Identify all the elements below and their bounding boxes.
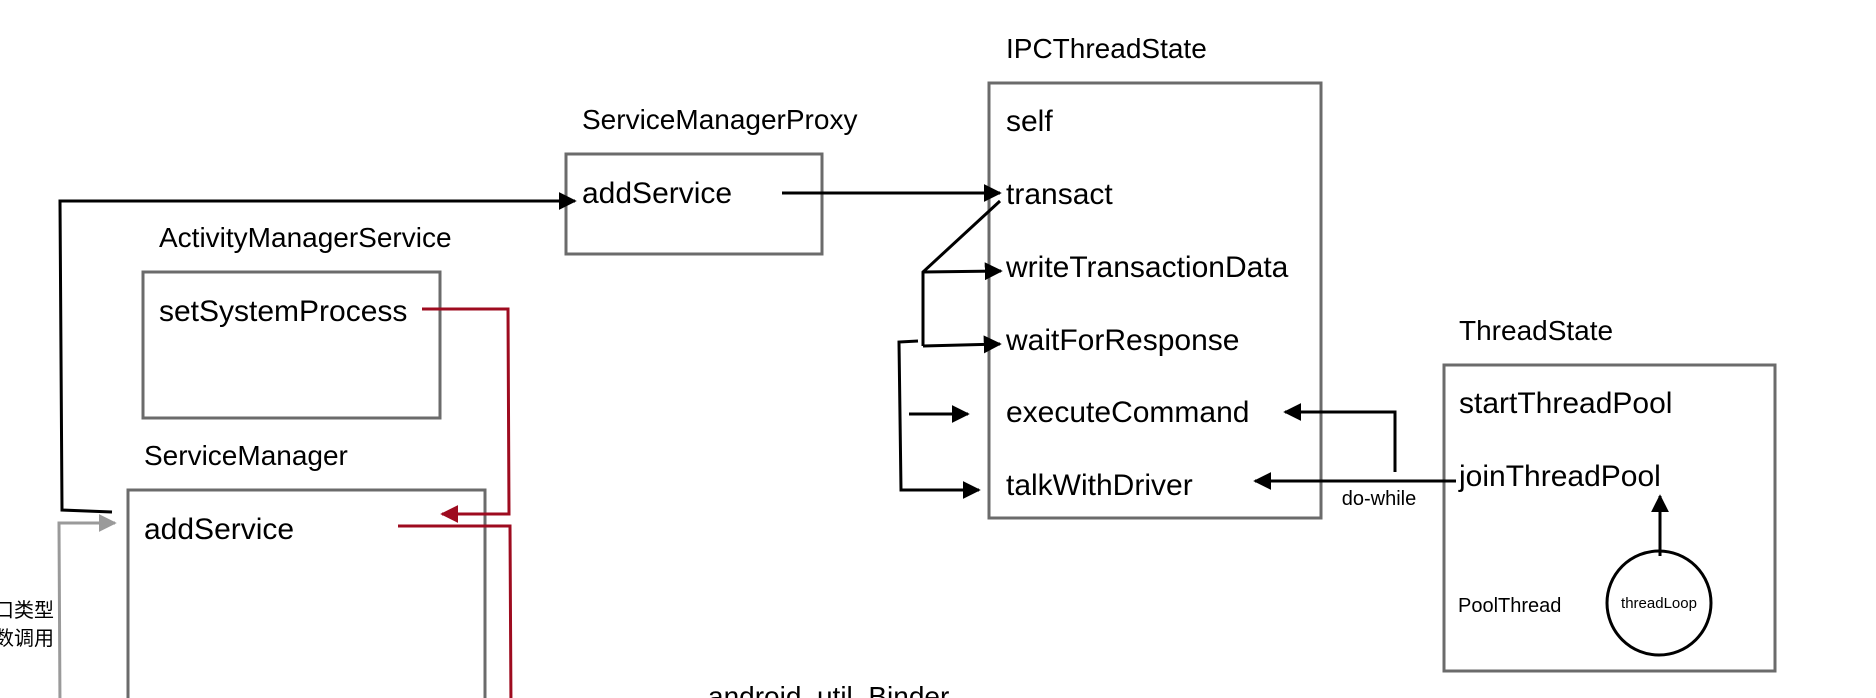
proxy-add-service-method: addService <box>582 177 732 210</box>
pool-thread-label: PoolThread <box>1458 595 1561 617</box>
do-while-label: do-while <box>1342 488 1416 510</box>
join-to-execute-command-arrow <box>1283 403 1397 472</box>
side-note-line-2: 数调用 <box>0 626 54 650</box>
service-manager-proxy-title: ServiceManagerProxy <box>582 104 857 135</box>
set-system-process-to-add-service-arrow <box>422 307 511 523</box>
ipc-self-method: self <box>1006 105 1053 138</box>
join-thread-pool-method: joinThreadPool <box>1458 460 1661 493</box>
service-manager-to-proxy-arrow <box>58 192 577 514</box>
thread-state-box <box>1442 363 1777 673</box>
side-note-to-add-service-arrow <box>57 514 117 698</box>
service-manager-title: ServiceManager <box>144 440 348 471</box>
to-wait-for-response-arrow <box>922 335 1002 354</box>
service-manager-add-service-method: addService <box>144 513 294 546</box>
ipc-write-transaction-data-method: writeTransactionData <box>1005 251 1289 284</box>
thread-loop-label: threadLoop <box>1621 595 1697 612</box>
activity-manager-service-box <box>141 270 442 420</box>
to-talk-with-driver-arrow <box>897 339 981 499</box>
ipc-execute-command-method: executeCommand <box>1006 396 1249 429</box>
android-util-binder-title: android_util_Binder <box>708 681 949 698</box>
activity-manager-service-title: ActivityManagerService <box>159 222 452 253</box>
thread-state-title: ThreadState <box>1459 315 1613 346</box>
ipc-transact-method: transact <box>1006 178 1113 211</box>
ipc-wait-for-response-method: waitForResponse <box>1005 324 1239 357</box>
to-write-transaction-data-arrow <box>922 262 1003 281</box>
ipc-thread-state-title: IPCThreadState <box>1006 33 1207 64</box>
add-service-return-line <box>398 524 513 698</box>
side-note-line-1: 口类型 <box>0 598 54 622</box>
ipc-thread-state-box <box>987 81 1323 520</box>
ipc-talk-with-driver-method: talkWithDriver <box>1006 469 1193 502</box>
ams-set-system-process-method: setSystemProcess <box>159 295 407 328</box>
start-thread-pool-method: startThreadPool <box>1459 387 1672 420</box>
service-manager-box <box>126 488 487 698</box>
